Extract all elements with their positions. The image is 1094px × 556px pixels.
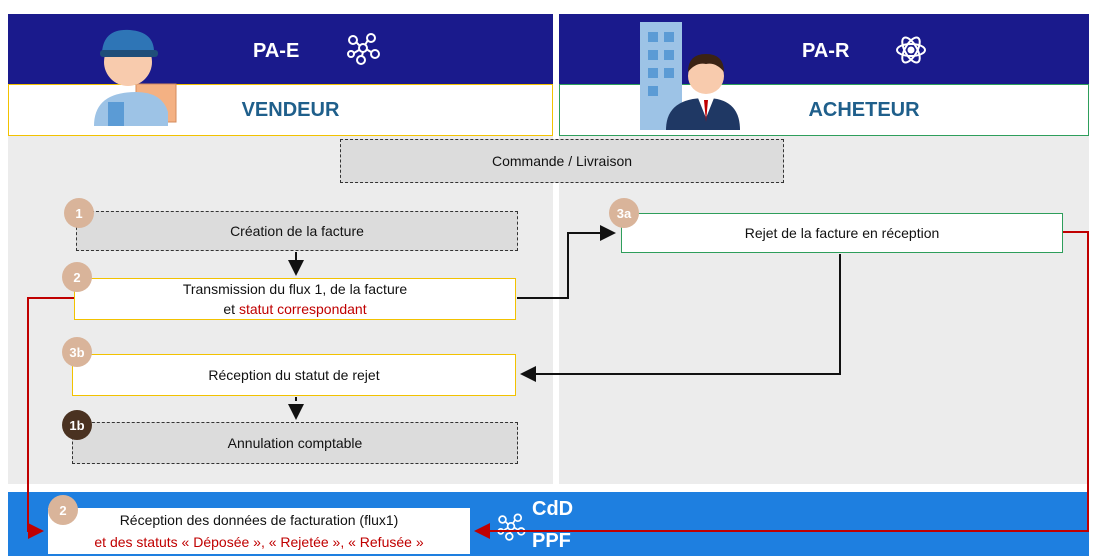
step-badge-2: 2 xyxy=(62,262,92,292)
step-badge-3a: 3a xyxy=(609,198,639,228)
step-badge-1-text: 1 xyxy=(75,205,83,221)
invoice-creation-label: Création de la facture xyxy=(230,223,364,239)
ppf-reception-line1: Réception des données de facturation (fl… xyxy=(119,512,399,528)
seller-platform-label: PA-E xyxy=(253,40,300,62)
step-badge-ppf-text: 2 xyxy=(59,502,67,518)
transmission-box: Transmission du flux 1, de la facture et… xyxy=(74,278,516,320)
ppf-label: PPF xyxy=(532,530,571,552)
step-badge-3b: 3b xyxy=(62,337,92,367)
ppf-cdd-label: CdD xyxy=(532,498,574,520)
order-delivery-box: Commande / Livraison xyxy=(340,139,784,183)
accounting-cancel-box: Annulation comptable xyxy=(72,422,518,464)
step-badge-3a-text: 3a xyxy=(616,205,632,221)
transmission-status-text: statut correspondant xyxy=(238,301,367,317)
ppf-reception-line2: et des statuts « Déposée », « Rejetée »,… xyxy=(94,534,424,550)
rejection-status-box: Réception du statut de rejet xyxy=(72,354,516,396)
step-badge-2-text: 2 xyxy=(73,269,81,285)
rejection-status-label: Réception du statut de rejet xyxy=(208,367,380,383)
invoice-creation-box: Création de la facture xyxy=(76,211,518,251)
seller-role-label: VENDEUR xyxy=(241,98,340,121)
ppf-reception-box: Réception des données de facturation (fl… xyxy=(48,508,470,554)
step-badge-3b-text: 3b xyxy=(69,344,85,360)
step-badge-1b: 1b xyxy=(62,410,92,440)
transmission-line2: et statut correspondant xyxy=(223,299,366,319)
ppf-network-icon xyxy=(494,508,528,548)
step-badge-ppf: 2 xyxy=(48,495,78,525)
step-badge-1b-text: 1b xyxy=(69,417,85,433)
rejection-label: Rejet de la facture en réception xyxy=(744,225,940,241)
order-delivery-label: Commande / Livraison xyxy=(491,153,633,169)
transmission-line1: Transmission du flux 1, de la facture xyxy=(182,281,408,297)
rejection-box: Rejet de la facture en réception xyxy=(621,213,1063,253)
seller-person-icon xyxy=(88,22,184,126)
buyer-platform-label: PA-R xyxy=(802,40,850,62)
accounting-cancel-label: Annulation comptable xyxy=(227,435,363,451)
seller-header: PA-E xyxy=(8,14,553,84)
atom-icon xyxy=(895,34,927,66)
buyer-role-label: ACHETEUR xyxy=(808,98,920,121)
buyer-person-icon xyxy=(636,22,746,130)
step-badge-1: 1 xyxy=(64,198,94,228)
transmission-line2-plain: et xyxy=(223,301,239,317)
network-icon xyxy=(343,30,383,70)
